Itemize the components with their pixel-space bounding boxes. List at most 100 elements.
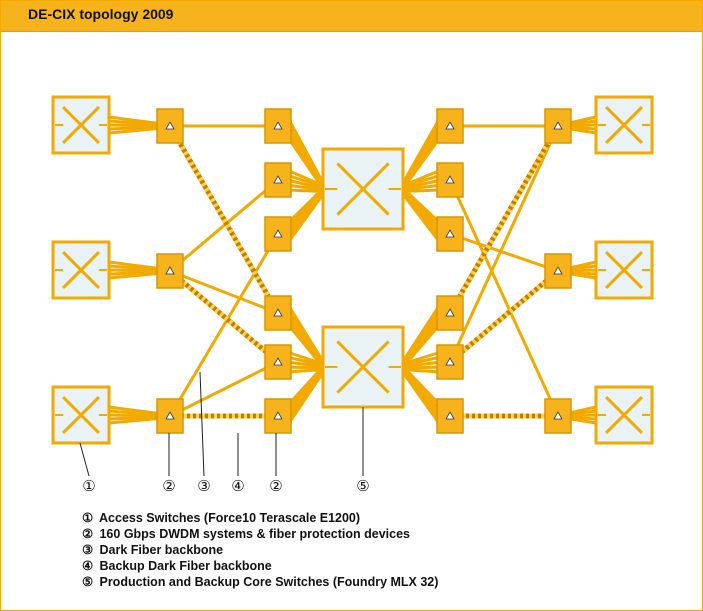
dwdm-device bbox=[436, 295, 464, 331]
dwdm-triangle-icon bbox=[445, 308, 455, 317]
access-switch-3 bbox=[51, 385, 111, 445]
access-switch-6-cross-b bbox=[605, 396, 643, 434]
core-switch-1-cross-b bbox=[336, 162, 390, 216]
title-bar: DE-CIX topology 2009 bbox=[1, 1, 702, 32]
backup-fiber-link bbox=[448, 269, 560, 364]
dark-fiber-link bbox=[448, 125, 560, 363]
dark-fiber-link bbox=[169, 178, 279, 273]
core-fan-top-right-1 bbox=[400, 173, 442, 190]
legend-item-backup-dark-fiber: ④ Backup Dark Fiber backbone bbox=[82, 559, 272, 573]
dwdm-device bbox=[436, 162, 464, 198]
dwdm-box bbox=[264, 344, 292, 380]
access-switch-3-cross-b bbox=[62, 396, 100, 434]
access-switch-1 bbox=[51, 95, 111, 155]
dark-fiber-link bbox=[448, 179, 560, 417]
dwdm-device bbox=[264, 162, 292, 198]
access-switch-5 bbox=[594, 240, 654, 300]
dwdm-device bbox=[544, 398, 572, 434]
dwdm-device bbox=[264, 398, 292, 434]
core-fan-bottom-left-1 bbox=[286, 355, 326, 368]
core-fan-bottom-right-4 bbox=[399, 368, 443, 427]
nodes-layer bbox=[51, 95, 654, 445]
callout-marker: ⑤ bbox=[356, 477, 369, 495]
dwdm-triangle-icon bbox=[553, 411, 563, 420]
core-fan-bottom-left-3 bbox=[286, 365, 326, 370]
dwdm-device bbox=[544, 108, 572, 144]
backup-fiber-link bbox=[167, 124, 281, 315]
dwdm-triangle-icon bbox=[553, 121, 563, 130]
core-fan-bottom-right-2 bbox=[400, 360, 442, 369]
core-fan-top-right-2 bbox=[400, 178, 442, 191]
core-fan-top-left-1 bbox=[286, 173, 326, 190]
dwdm-triangle-icon bbox=[445, 175, 455, 184]
backup-fiber-link bbox=[168, 269, 280, 364]
access-switch-4 bbox=[594, 95, 654, 155]
callout-leader bbox=[79, 442, 90, 477]
legend-item-dark-fiber: ③ Dark Fiber backbone bbox=[82, 543, 224, 557]
dwdm-triangle-icon bbox=[273, 229, 283, 238]
dwdm-triangle-icon bbox=[273, 357, 283, 366]
dwdm-device bbox=[156, 253, 184, 289]
links-layer bbox=[108, 115, 597, 427]
core-fan-top-left-4 bbox=[285, 190, 327, 245]
core-fan-bottom-left-2 bbox=[286, 360, 326, 369]
core-fan-bottom-right-1 bbox=[400, 355, 442, 368]
legend-item-core-switches: ⑤ Production and Backup Core Switches (F… bbox=[82, 575, 439, 589]
core-fan-top-left-2 bbox=[286, 178, 326, 191]
dwdm-device bbox=[264, 295, 292, 331]
dwdm-triangle-icon bbox=[165, 266, 175, 275]
dark-fiber-link bbox=[169, 269, 279, 315]
access-switch-2 bbox=[51, 240, 111, 300]
core-fan-bottom-right-0 bbox=[400, 350, 442, 366]
dwdm-device bbox=[264, 108, 292, 144]
access-switch-6 bbox=[594, 385, 654, 445]
dwdm-triangle-icon bbox=[165, 411, 175, 420]
dark-fiber-link bbox=[168, 233, 280, 417]
dwdm-device bbox=[264, 216, 292, 252]
dwdm-triangle-icon bbox=[445, 121, 455, 130]
fiber-bundle-access-2-4 bbox=[108, 271, 164, 280]
dwdm-triangle-icon bbox=[445, 411, 455, 420]
fiber-bundle-access-1-4 bbox=[108, 126, 164, 135]
dwdm-triangle-icon bbox=[273, 308, 283, 317]
dwdm-triangle-icon bbox=[273, 121, 283, 130]
callout-leader bbox=[199, 371, 205, 477]
legend: ① Access Switches (Force10 Terascale E12… bbox=[82, 510, 438, 590]
callout-marker: ① bbox=[82, 477, 95, 495]
dwdm-device bbox=[436, 398, 464, 434]
dwdm-box bbox=[436, 295, 464, 331]
dwdm-device bbox=[436, 108, 464, 144]
access-switch-2-cross-b bbox=[62, 251, 100, 289]
legend-item-dwdm: ② 160 Gbps DWDM systems & fiber protecti… bbox=[82, 527, 410, 541]
diagram-title: DE-CIX topology 2009 bbox=[28, 6, 174, 22]
access-switch-1-cross-b bbox=[62, 106, 100, 144]
dwdm-device bbox=[156, 108, 184, 144]
dwdm-box bbox=[156, 253, 184, 289]
dark-fiber-link bbox=[449, 232, 559, 273]
callout-marker: ③ bbox=[197, 477, 210, 495]
core-fan-bottom-right-3 bbox=[400, 365, 442, 370]
dwdm-triangle-icon bbox=[273, 411, 283, 420]
access-switch-5-cross-b bbox=[605, 251, 643, 289]
core-switch-2 bbox=[321, 325, 405, 409]
dwdm-device bbox=[156, 398, 184, 434]
core-fan-top-left-0 bbox=[286, 168, 326, 188]
callout-marker: ② bbox=[269, 477, 282, 495]
core-fan-bottom-left-0 bbox=[286, 350, 326, 366]
core-fan-top-right-3 bbox=[400, 183, 442, 192]
core-fan-top-left-3 bbox=[286, 183, 326, 192]
backup-fiber-link bbox=[447, 124, 561, 315]
core-fan-bottom-left-4 bbox=[285, 368, 327, 427]
dwdm-triangle-icon bbox=[273, 175, 283, 184]
legend-item-access-switches: ① Access Switches (Force10 Terascale E12… bbox=[82, 511, 361, 525]
dwdm-triangle-icon bbox=[553, 266, 563, 275]
dwdm-triangle-icon bbox=[165, 121, 175, 130]
core-switch-2-cross-b bbox=[336, 340, 390, 394]
core-fan-top-right-4 bbox=[399, 190, 443, 245]
dwdm-device bbox=[436, 344, 464, 380]
dwdm-triangle-icon bbox=[445, 229, 455, 238]
dwdm-device bbox=[436, 216, 464, 252]
